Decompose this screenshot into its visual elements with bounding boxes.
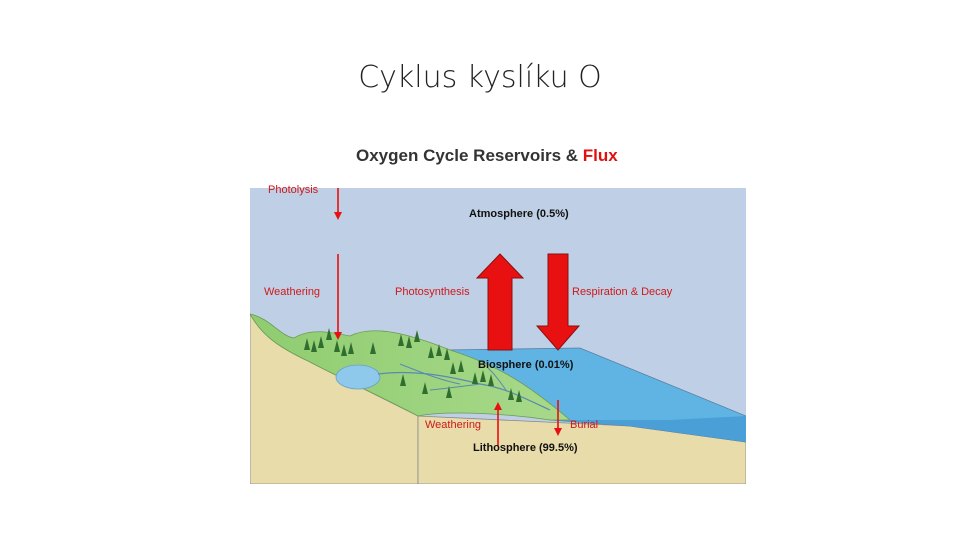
biosphere-label: Biosphere (0.01%) (478, 359, 574, 371)
photolysis-label: Photolysis (268, 184, 319, 196)
photolysis-arrow (334, 188, 342, 220)
diagram-title-main: Oxygen Cycle Reservoirs & (356, 146, 583, 165)
slide-title: Cyklus kyslíku O (358, 60, 602, 95)
respiration-arrow (535, 253, 581, 351)
river (487, 367, 507, 391)
weathering-top-arrow (334, 254, 342, 340)
photosynthesis-label: Photosynthesis (395, 286, 470, 298)
diagram-title: Oxygen Cycle Reservoirs & Flux (356, 146, 618, 166)
weathering-bottom-arrow (494, 402, 502, 446)
river (429, 383, 481, 391)
lake (335, 364, 381, 390)
oxygen-cycle-diagram (250, 188, 746, 484)
respiration-label: Respiration & Decay (572, 286, 673, 298)
river (399, 363, 461, 385)
atmosphere-label: Atmosphere (0.5%) (469, 208, 569, 220)
burial-label: Burial (570, 419, 599, 431)
forest-trees (304, 328, 522, 402)
ocean-front (550, 416, 746, 442)
photosynthesis-arrow (475, 253, 525, 351)
weathering-bottom-label: Weathering (425, 419, 482, 431)
lithosphere-label: Lithosphere (99.5%) (473, 442, 578, 454)
burial-arrow (554, 400, 562, 436)
land-surface (250, 313, 572, 421)
ground-front-face (417, 415, 746, 484)
weathering-top-label: Weathering (264, 286, 321, 298)
diagram-title-flux: Flux (582, 146, 618, 165)
